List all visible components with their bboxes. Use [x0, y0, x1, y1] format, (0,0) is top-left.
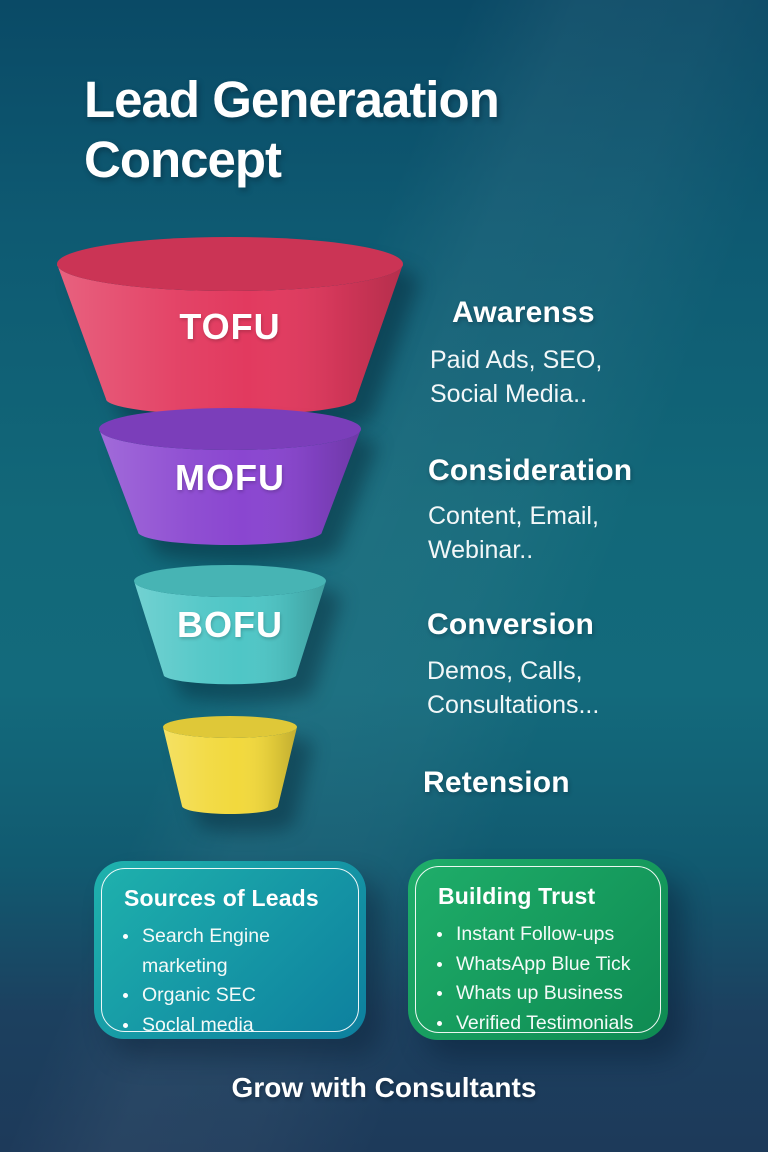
stage-detail-line: Paid Ads, SEO,: [430, 346, 603, 374]
stage-info-consideration: Consideration Content, Email, Webinar..: [428, 454, 632, 567]
stage-heading-awareness: Awarenss: [452, 296, 595, 329]
stage-heading-retention: Retension: [423, 766, 570, 799]
list-item: Whats up Business: [454, 979, 662, 1009]
stage-detail-awareness: Paid Ads, SEO, Social Media..: [430, 343, 602, 411]
funnel-stage-tofu: [57, 237, 403, 415]
funnel-label-bofu: BOFU: [177, 604, 283, 645]
stage-detail-line: Webinar..: [428, 536, 534, 564]
funnel-stage-tofu-shading: [57, 264, 403, 415]
building-trust-card: Building Trust Instant Follow-upsWhatsAp…: [408, 859, 668, 1040]
funnel-stage-bofu-shading: [134, 581, 326, 685]
card-title-sources: Sources of Leads: [124, 885, 319, 911]
funnel-stage-tofu-top: [57, 237, 403, 291]
list-item: Organic SEC: [140, 981, 360, 1011]
funnel-stage-mofu: [99, 408, 361, 545]
stage-detail-consideration: Content, Email, Webinar..: [428, 499, 632, 567]
stage-detail-line: Content, Email,: [428, 502, 599, 530]
list-item: Search Engine marketing: [140, 922, 360, 981]
funnel-stage-retention: [163, 716, 297, 814]
funnel-stage-retention-top-shade: [163, 716, 297, 738]
funnel-stage-bofu-top-shade: [134, 565, 326, 597]
funnel-stage-mofu-top: [99, 408, 361, 450]
title-line-2: Concept: [84, 131, 282, 189]
stage-detail-line: Demos, Calls,: [427, 657, 583, 685]
list-item: Instant Follow-ups: [454, 920, 662, 950]
stage-detail-line: Social Media..: [430, 380, 588, 408]
sources-of-leads-card: Sources of Leads Search Engine marketing…: [94, 861, 366, 1039]
stage-heading-consideration: Consideration: [428, 454, 633, 487]
title-line-1: Lead Generaation: [84, 71, 500, 128]
funnel-stage-bofu-top: [134, 565, 326, 597]
funnel-stage-retention-shading: [163, 727, 297, 814]
funnel-label-mofu: MOFU: [175, 457, 285, 498]
funnel-label-tofu: TOFU: [179, 306, 281, 347]
sources-list: Search Engine marketingOrganic SECSoclal…: [94, 922, 366, 1040]
funnel-stage-tofu-top-shade: [57, 237, 403, 291]
page-title: Lead Generaation Concept: [84, 70, 684, 190]
stage-info-retention: Retension: [423, 766, 570, 800]
stage-detail-line: Consultations...: [427, 691, 600, 719]
funnel-stage-bofu: [134, 565, 326, 685]
funnel-stage-retention-top: [163, 716, 297, 738]
stage-info-conversion: Conversion Demos, Calls, Consultations..…: [427, 608, 599, 722]
footer-tagline: Grow with Consultants: [231, 1072, 537, 1103]
funnel-stage-mofu-shading: [99, 429, 361, 545]
trust-list: Instant Follow-upsWhatsApp Blue TickWhat…: [408, 920, 668, 1038]
card-title-trust: Building Trust: [438, 883, 596, 909]
funnel-stage-mofu-top-shade: [99, 408, 361, 450]
stage-heading-conversion: Conversion: [427, 608, 595, 641]
list-item: WhatsApp Blue Tick: [454, 950, 662, 980]
list-item: Soclal media: [140, 1011, 360, 1041]
list-item: Verified Testimonials: [454, 1009, 662, 1039]
stage-info-awareness: Awarenss Paid Ads, SEO, Social Media..: [430, 296, 602, 411]
stage-detail-conversion: Demos, Calls, Consultations...: [427, 654, 599, 722]
